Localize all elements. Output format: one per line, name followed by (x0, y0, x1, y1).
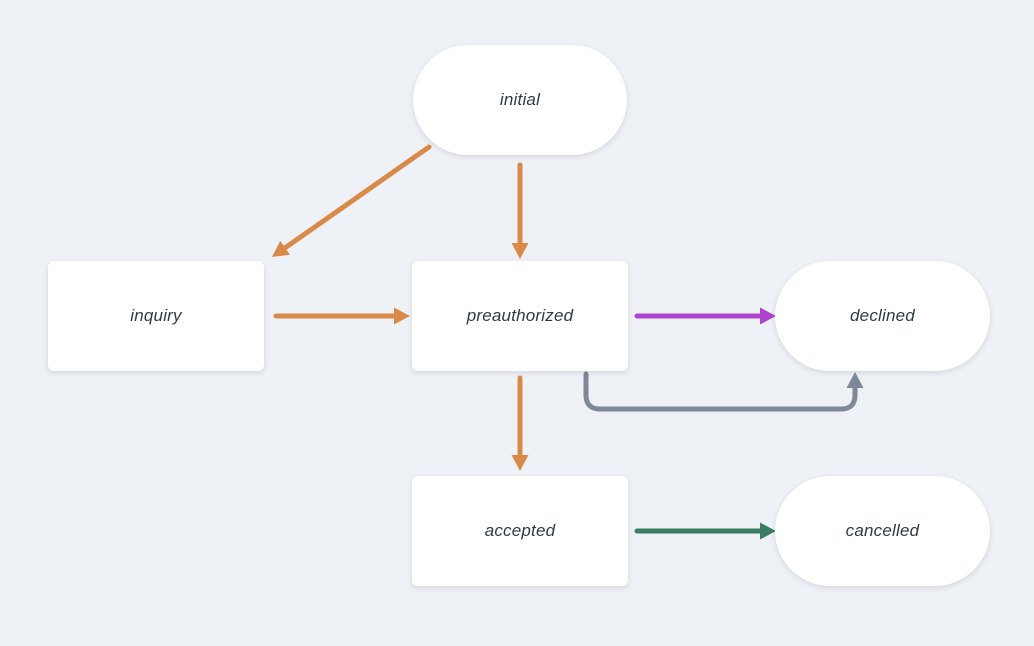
arrowhead-icon (272, 240, 290, 257)
edge-inquiry-to-preauthorized (273, 307, 410, 325)
arrowhead-icon (511, 455, 529, 471)
arrowhead-icon (760, 307, 776, 325)
edge-accepted-to-cancelled (634, 522, 776, 540)
state-node-declined[interactable]: declined (775, 261, 990, 371)
state-label: preauthorized (466, 306, 574, 325)
state-node-accepted[interactable]: accepted (412, 476, 628, 586)
state-label: cancelled (845, 521, 920, 540)
edge-initial-to-inquiry (272, 144, 432, 257)
state-label: declined (850, 306, 915, 325)
edge-preauthorized-to-declined-alt (583, 371, 864, 412)
edge-preauthorized-to-accepted (511, 375, 529, 471)
edge-initial-to-preauthorized (511, 162, 529, 259)
state-node-preauthorized[interactable]: preauthorized (412, 261, 628, 371)
arrowhead-icon (846, 372, 864, 388)
arrowhead-icon (394, 307, 410, 325)
arrowhead-icon (511, 243, 529, 259)
state-label: inquiry (130, 306, 182, 325)
state-node-cancelled[interactable]: cancelled (775, 476, 990, 586)
state-node-inquiry[interactable]: inquiry (48, 261, 264, 371)
state-label: initial (499, 90, 541, 109)
edge-preauthorized-to-declined (634, 307, 776, 325)
state-label: accepted (484, 521, 556, 540)
edge-line (583, 371, 858, 412)
state-node-initial[interactable]: initial (413, 45, 627, 155)
arrowhead-icon (760, 522, 776, 540)
edge-line (279, 144, 432, 253)
